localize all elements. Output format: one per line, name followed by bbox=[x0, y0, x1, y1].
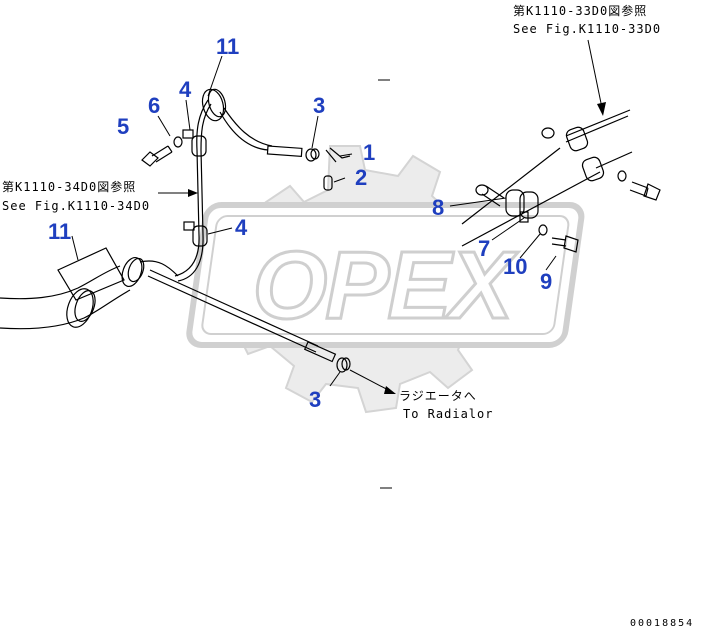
ref-radiator-arrow bbox=[349, 369, 396, 394]
ref-left-en: See Fig.K1110-34D0 bbox=[2, 199, 150, 213]
ref-top-right-en: See Fig.K1110-33D0 bbox=[513, 22, 661, 36]
label-part-11-top: 11 bbox=[216, 34, 239, 59]
bolt-9 bbox=[545, 235, 579, 271]
ref-radiator-en: To Radialor bbox=[403, 407, 493, 421]
hose-lower-left bbox=[0, 247, 179, 330]
hose-upper bbox=[201, 88, 303, 157]
label-part-1: 1 bbox=[363, 140, 375, 165]
figure-number: 00018854 bbox=[630, 618, 694, 629]
ref-radiator-jp: ラジエータへ bbox=[399, 389, 477, 403]
watermark-logo: OPEX bbox=[186, 145, 585, 414]
sleeve-2 bbox=[323, 175, 333, 191]
clamp-upper bbox=[182, 129, 207, 157]
leader-lines bbox=[71, 55, 541, 387]
label-part-4-bottom: 4 bbox=[235, 215, 248, 240]
label-part-4-top: 4 bbox=[179, 77, 192, 102]
pin-1 bbox=[325, 147, 351, 163]
vertical-tube bbox=[174, 99, 212, 282]
label-part-2: 2 bbox=[355, 165, 367, 190]
right-lines bbox=[461, 109, 633, 247]
ref-left-arrow bbox=[158, 189, 198, 197]
clamp-right-upper bbox=[541, 126, 589, 152]
clamp-right-lower bbox=[581, 156, 661, 201]
label-part-6: 6 bbox=[148, 93, 160, 118]
label-part-10: 10 bbox=[503, 254, 527, 279]
label-part-3-top: 3 bbox=[313, 93, 325, 118]
label-part-8: 8 bbox=[432, 195, 444, 220]
bolt-5 bbox=[141, 145, 173, 167]
ref-top-right-jp: 第K1110-33D0図参照 bbox=[513, 3, 647, 18]
ref-left-jp: 第K1110-34D0図参照 bbox=[2, 179, 136, 194]
watermark-text: OPEX bbox=[253, 232, 519, 339]
washer-10 bbox=[538, 224, 548, 236]
label-part-11-left: 11 bbox=[48, 219, 71, 244]
clamp-lower bbox=[183, 221, 208, 247]
label-part-9: 9 bbox=[540, 269, 552, 294]
washer-6 bbox=[173, 136, 183, 148]
label-part-7: 7 bbox=[478, 236, 490, 261]
tube-to-radiator bbox=[147, 269, 337, 363]
label-part-5: 5 bbox=[117, 114, 129, 139]
clip-3-bottom bbox=[336, 357, 351, 373]
clip-3-top bbox=[305, 148, 320, 162]
ref-top-right-arrow bbox=[587, 39, 606, 116]
label-part-3-bottom: 3 bbox=[309, 387, 321, 412]
clamp-7-assembly bbox=[505, 189, 539, 223]
